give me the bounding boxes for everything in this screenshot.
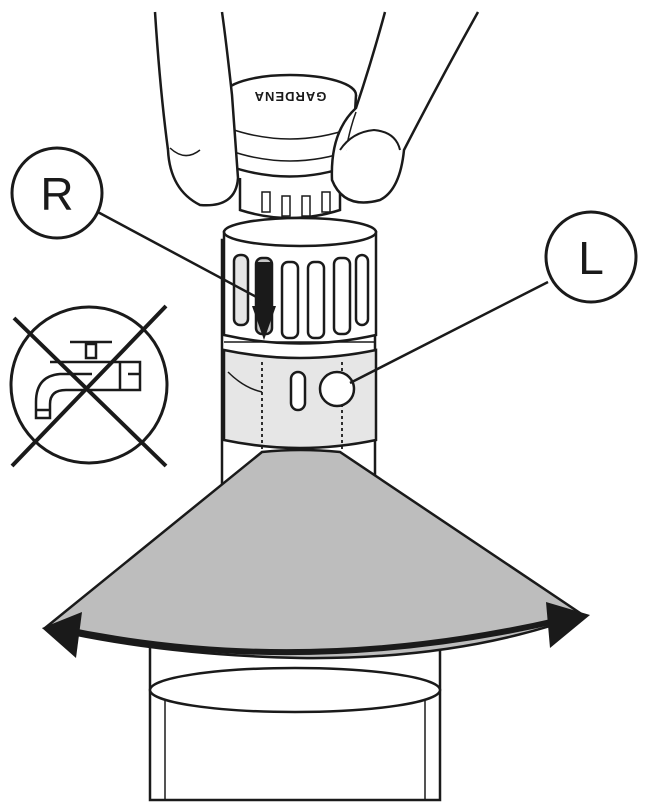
l-indicator-button xyxy=(318,370,356,408)
ribbed-adjustment-ring xyxy=(222,216,378,345)
callout-r-label: R xyxy=(40,168,73,220)
cap-logo-text: GARDENA xyxy=(254,89,327,104)
callout-l: L xyxy=(349,210,638,385)
callout-l-label: L xyxy=(578,232,604,284)
left-finger xyxy=(153,11,240,207)
control-band xyxy=(222,348,378,450)
callout-r: R xyxy=(10,146,263,302)
right-finger xyxy=(330,11,480,204)
crossed-out-water-tap-icon xyxy=(9,304,169,468)
rotation-arc-arrow-icon xyxy=(42,448,590,660)
base-cylinder xyxy=(148,643,442,802)
